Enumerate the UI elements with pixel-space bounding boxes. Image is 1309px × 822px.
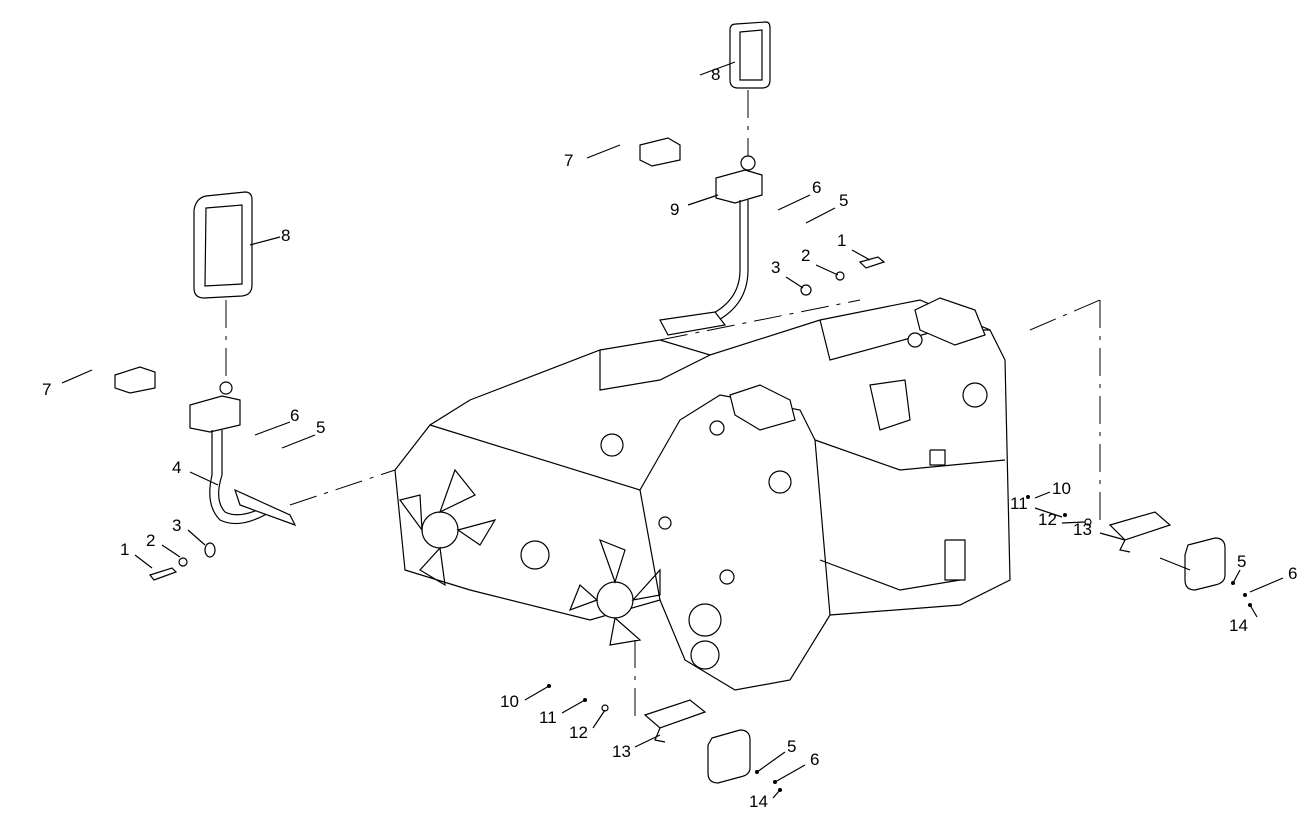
callout-label: 3 [771,258,780,277]
callout-label: 6 [810,750,819,769]
top-mirror-assembly [639,21,886,341]
callout-labels: 8 7 9 6 5 1 2 3 8 7 6 5 4 3 2 1 10 11 12… [42,65,1297,811]
callout-label: 7 [42,380,51,399]
mounting-plate [233,488,297,527]
callout-label: 9 [670,200,679,219]
right-work-light [1026,299,1252,607]
work-light [1184,537,1226,591]
callout-label: 6 [812,178,821,197]
callout-label: 1 [837,231,846,250]
callout-label: 10 [1052,479,1071,498]
wheel-hub-left [398,468,497,587]
chassis-frame [394,297,1011,691]
callout-label: 2 [801,246,810,265]
left-mirror-assembly [114,191,396,581]
mirror-bracket [189,395,241,433]
callout-label: 2 [146,531,155,550]
callout-label: 13 [1073,520,1092,539]
mirror-clamp [114,366,156,394]
callout-label: 3 [172,516,181,535]
callout-label: 11 [539,708,557,727]
bottom-work-light [547,640,782,792]
callout-label: 5 [787,737,796,756]
callout-label: 11 [1010,494,1028,513]
callout-label: 14 [1229,616,1248,635]
callout-label: 14 [749,792,768,811]
callout-label: 1 [120,540,129,559]
callout-label: 8 [711,65,720,84]
callout-label: 6 [290,406,299,425]
mounting-plate [659,311,727,336]
callout-label: 5 [316,418,325,437]
callout-label: 6 [1288,564,1297,583]
bolt [858,256,886,269]
callout-label: 7 [564,151,573,170]
wheel-hub-right [568,538,661,646]
work-light [707,729,751,784]
callout-label: 8 [281,226,290,245]
callout-label: 12 [569,723,588,742]
light-bracket [643,699,707,729]
callout-label: 13 [612,742,631,761]
callout-label: 5 [839,191,848,210]
callout-label: 5 [1237,552,1246,571]
light-bracket [1108,511,1172,541]
callout-label: 10 [500,692,519,711]
mirror-clamp [639,137,681,167]
callout-label: 4 [172,458,181,477]
mirror-bracket [715,169,763,204]
leader-lines [61,61,1284,799]
callout-label: 12 [1038,510,1057,529]
